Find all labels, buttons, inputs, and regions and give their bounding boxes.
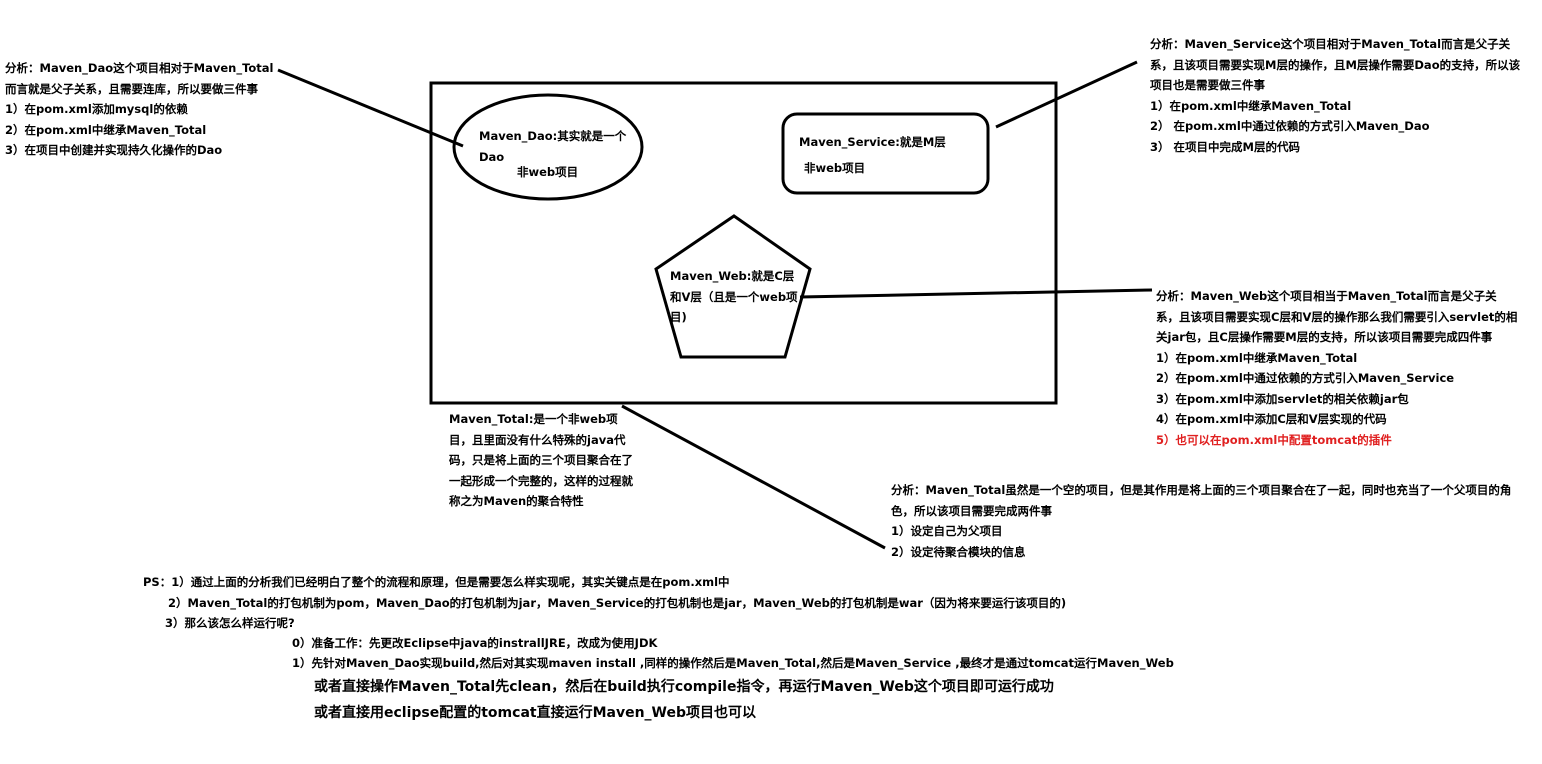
ps-step-0: 0）准备工作：先更改Eclipse中java的instrallJRE，改成为使用… — [292, 636, 658, 650]
web-connector — [799, 288, 1153, 299]
service-shape-sub: 非web项目 — [804, 161, 866, 175]
ps-line-1: PS：1）通过上面的分析我们已经明白了整个的流程和原理，但是需要怎么样实现呢，其… — [143, 575, 730, 589]
maven-dao-ellipse — [452, 93, 644, 201]
web-note-tomcat-item: 5）也可以在pom.xml中配置tomcat的插件 — [1156, 432, 1392, 447]
web-note: 分析：Maven_Web这个项目相当于Maven_Total而言是父子关系，且该… — [1156, 286, 1518, 450]
web-shape-title: Maven_Web:就是C层和V层（且是一个web项目) — [670, 269, 798, 324]
service-note-item: 3） 在项目中完成M层的代码 — [1150, 139, 1300, 154]
dao-shape-title: Maven_Dao:其实就是一个Dao — [479, 129, 627, 164]
web-note-item: 4）在pom.xml中添加C层和V层实现的代码 — [1156, 412, 1387, 426]
dao-note-intro: 分析：Maven_Dao这个项目相对于Maven_Total而言就是父子关系，且… — [5, 61, 274, 96]
web-note-item: 1）在pom.xml中继承Maven_Total — [1156, 350, 1358, 365]
service-note-intro: 分析：Maven_Service这个项目相对于Maven_Total而言是父子关… — [1150, 37, 1521, 92]
service-note-item: 1）在pom.xml中继承Maven_Total — [1150, 98, 1352, 113]
maven-service-box — [781, 112, 990, 195]
web-note-intro: 分析：Maven_Web这个项目相当于Maven_Total而言是父子关系，且该… — [1156, 289, 1518, 344]
ps-line-3: 3）那么该怎么样运行呢? — [165, 616, 295, 630]
total-note: 分析：Maven_Total虽然是一个空的项目，但是其作用是将上面的三个项目聚合… — [891, 480, 1531, 562]
dao-note-item: 2）在pom.xml中继承Maven_Total — [5, 122, 207, 137]
web-note-item: 2）在pom.xml中通过依赖的方式引入Maven_Service — [1156, 371, 1455, 385]
service-connector — [995, 60, 1138, 129]
total-connector — [621, 404, 886, 550]
total-note-intro: 分析：Maven_Total虽然是一个空的项目，但是其作用是将上面的三个项目聚合… — [891, 483, 1512, 518]
ps-alternative-1: 或者直接操作Maven_Total先clean，然后在build执行compil… — [314, 679, 1054, 695]
web-note-item: 3）在pom.xml中添加servlet的相关依赖jar包 — [1156, 391, 1409, 406]
total-description: Maven_Total:是一个非web项目，且里面没有什么特殊的java代码，只… — [449, 412, 633, 508]
service-note-item: 2） 在pom.xml中通过依赖的方式引入Maven_Dao — [1150, 119, 1430, 133]
ps-alternative-2: 或者直接用eclipse配置的tomcat直接运行Maven_Web项目也可以 — [314, 705, 757, 721]
total-note-item: 1）设定自己为父项目 — [891, 524, 1003, 538]
ps-step-1: 1）先针对Maven_Dao实现build,然后对其实现maven instal… — [292, 656, 1174, 670]
dao-shape-sub: 非web项目 — [517, 165, 579, 179]
dao-note-item: 3）在项目中创建并实现持久化操作的Dao — [5, 143, 223, 157]
maven-web-pentagon — [654, 214, 812, 359]
dao-connector — [277, 68, 464, 148]
dao-note-item: 1）在pom.xml添加mysql的依赖 — [5, 102, 188, 116]
service-note: 分析：Maven_Service这个项目相对于Maven_Total而言是父子关… — [1150, 34, 1522, 157]
maven-total-box — [429, 81, 1058, 405]
total-note-item: 2）设定待聚合模块的信息 — [891, 544, 1026, 559]
ps-line-2: 2）Maven_Total的打包机制为pom，Maven_Dao的打包机制为ja… — [168, 596, 1067, 610]
dao-note: 分析：Maven_Dao这个项目相对于Maven_Total而言就是父子关系，且… — [5, 58, 283, 161]
service-shape-title: Maven_Service:就是M层 — [799, 135, 946, 149]
